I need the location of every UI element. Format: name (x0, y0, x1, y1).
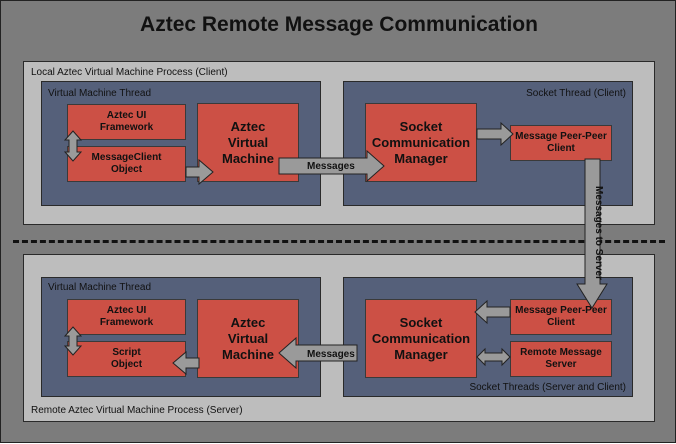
server-process-label: Remote Aztec Virtual Machine Process (Se… (31, 405, 243, 416)
client-process-label: Local Aztec Virtual Machine Process (Cli… (31, 67, 228, 78)
client-ui-framework-box: Aztec UI Framework (67, 104, 186, 140)
server-ui-object-double-arrow (63, 326, 83, 356)
server-script-object-box: Script Object (67, 341, 186, 377)
server-peer-client-text: Message Peer-Peer Client (515, 305, 607, 328)
server-message-server-text: Remote Message Server (520, 347, 602, 370)
client-ui-object-double-arrow (63, 130, 83, 162)
client-messages-label: Messages (307, 161, 355, 172)
server-vm-text: Aztec Virtual Machine (221, 314, 274, 362)
client-messages-arrow (278, 149, 385, 183)
client-vm-text: Aztec Virtual Machine (221, 118, 274, 166)
server-peer-client-box: Message Peer-Peer Client (510, 299, 612, 335)
client-peer-client-box: Message Peer-Peer Client (510, 125, 612, 161)
client-socket-manager-text: Socket Communication Manager (371, 118, 471, 166)
server-ui-framework-text: Aztec UI Framework (99, 305, 154, 328)
server-vm-thread-label: Virtual Machine Thread (48, 282, 152, 293)
client-socket-manager-box: Socket Communication Manager (365, 103, 477, 182)
messages-to-server-label: Messages to Server (593, 186, 604, 280)
process-separator (13, 240, 665, 243)
client-object-to-vm-arrow (185, 158, 214, 186)
client-socket-thread-label: Socket Thread (Client) (526, 88, 626, 99)
server-manager-server-double-arrow (476, 347, 511, 367)
diagram-title: Aztec Remote Message Communication (140, 13, 538, 36)
server-messages-arrow (278, 336, 358, 370)
server-message-server-box: Remote Message Server (510, 341, 612, 377)
client-ui-framework-text: Aztec UI Framework (99, 110, 154, 133)
server-vm-box: Aztec Virtual Machine (197, 299, 299, 378)
server-peer-to-manager-arrow (474, 299, 511, 325)
server-socket-manager-box: Socket Communication Manager (365, 299, 477, 378)
server-ui-framework-box: Aztec UI Framework (67, 299, 186, 335)
messages-to-server-arrow (576, 158, 608, 309)
server-script-object-text: Script Object (110, 347, 143, 370)
client-messageclient-object-text: MessageClient Object (91, 152, 162, 175)
client-peer-client-text: Message Peer-Peer Client (515, 131, 607, 154)
server-socket-manager-text: Socket Communication Manager (371, 314, 471, 362)
server-messages-label: Messages (307, 349, 355, 360)
client-vm-thread-label: Virtual Machine Thread (48, 88, 152, 99)
server-socket-thread-label: Socket Threads (Server and Client) (469, 382, 626, 393)
server-vm-to-object-arrow (172, 350, 200, 376)
client-manager-to-peer-arrow (476, 121, 514, 147)
client-messageclient-object-box: MessageClient Object (67, 146, 186, 182)
